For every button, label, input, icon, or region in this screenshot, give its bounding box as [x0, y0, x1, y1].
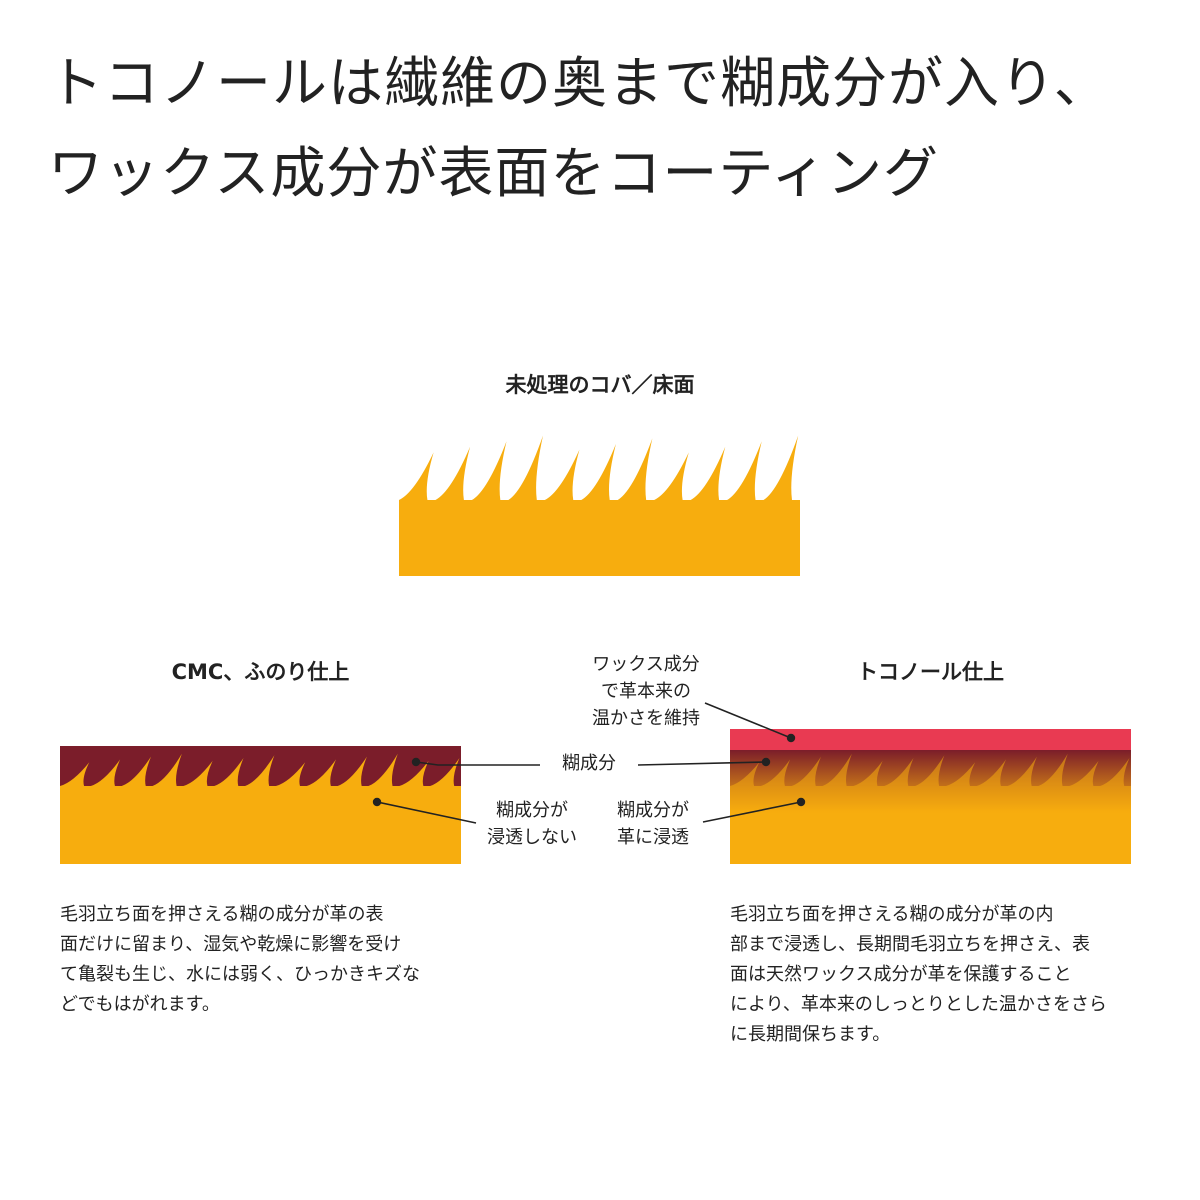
tokonole-wax-layer: [730, 729, 1131, 751]
headline-line-2: ワックス成分が表面をコーティング: [48, 141, 940, 205]
leader-wax: [704, 702, 792, 739]
cmc-description: 毛羽立ち面を押さえる糊の成分が革の表 面だけに留まり、湿気や乾燥に影響を受け て…: [60, 904, 420, 1015]
leader-dots: [372, 733, 806, 807]
dot-paste-left: [411, 757, 421, 767]
dot-no-penetrate: [372, 797, 382, 807]
dot-wax: [786, 733, 796, 743]
dot-paste-right: [761, 757, 771, 767]
dot-penetrate: [796, 797, 806, 807]
tokonole-fiber-shape: [730, 753, 1131, 864]
headline-line-1: トコノールは繊維の奥まで糊成分が入り、: [48, 51, 1110, 115]
cmc-title: CMC、ふのり仕上: [171, 660, 350, 684]
cmc-leather-shape: [60, 753, 461, 864]
penetrate-callout: 糊成分が 革に浸透: [617, 800, 689, 848]
tokonole-description: 毛羽立ち面を押さえる糊の成分が革の内 部まで浸透し、長期間毛羽立ちを押さえ、表 …: [730, 904, 1107, 1045]
tokonole-title: トコノール仕上: [857, 660, 1004, 684]
leader-no-penetrate: [376, 801, 477, 824]
leader-paste-right: [637, 761, 767, 766]
untreated-title: 未処理のコバ／床面: [505, 373, 695, 397]
no-penetrate-callout: 糊成分が 浸透しない: [487, 800, 577, 848]
leader-paste-left: [415, 761, 540, 766]
leader-lines: [376, 702, 802, 824]
untreated-leather-shape: [399, 435, 800, 576]
leader-penetrate: [702, 801, 802, 823]
wax-callout: ワックス成分 で革本来の 温かさを維持: [592, 654, 700, 729]
paste-callout: 糊成分: [562, 753, 616, 774]
